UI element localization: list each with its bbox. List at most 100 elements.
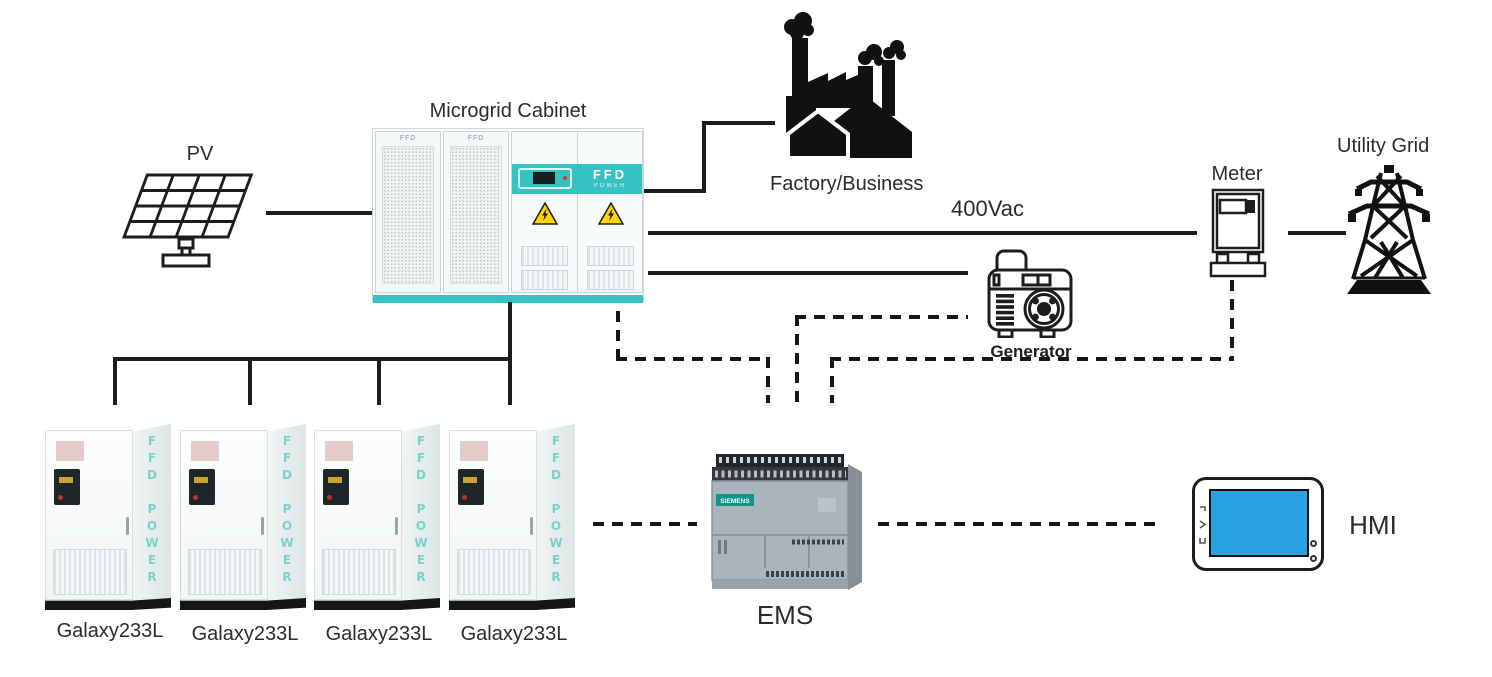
battery-label-sticker: [191, 441, 219, 461]
battery-side-brand: FFD POWER: [549, 434, 563, 587]
cabinet-mesh-door-1: FFD: [375, 131, 441, 293]
battery-label-sticker: [56, 441, 84, 461]
battery-display-readout: [59, 477, 73, 483]
cabinet-brand-block: FFD POWER: [580, 168, 640, 189]
battery-cabinet-1: FFD POWER: [45, 424, 171, 616]
line-cabinet-to-meter-400vac: [648, 231, 1197, 235]
battery-display-button: [327, 495, 332, 500]
battery-display: [189, 469, 215, 505]
battery-cabinet-4: FFD POWER: [449, 424, 575, 616]
cabinet-display-screen: [533, 172, 555, 184]
dash-ems-to-hmi: [878, 522, 1160, 526]
battery-side-brand: FFD POWER: [414, 434, 428, 587]
factory-icon: [784, 12, 912, 160]
cabinet-converter-section: FFD POWER: [511, 131, 643, 293]
hmi-button: [1310, 555, 1317, 562]
warning-triangle-icon: [597, 202, 624, 225]
line-meter-to-grid: [1288, 231, 1346, 235]
hmi-screen: [1209, 489, 1309, 557]
ems-plc-icon: SIEMENS: [711, 454, 862, 590]
battery-vent-grille: [457, 549, 531, 595]
line-cabinet-to-factory-h1: [644, 189, 706, 193]
battery-display-readout: [328, 477, 342, 483]
battery-display: [54, 469, 80, 505]
battery-door-handle: [261, 517, 264, 535]
battery-vent-grille: [53, 549, 127, 595]
cabinet-door-left: [512, 194, 577, 294]
battery-3-label: Galaxy233L: [325, 623, 433, 645]
cabinet-door-divider: [577, 132, 578, 292]
hmi-label: HMI: [1349, 510, 1397, 540]
cabinet-base-strip: [373, 295, 643, 303]
battery-side-brand: FFD POWER: [145, 434, 159, 587]
dash-battery-to-ems: [593, 522, 697, 526]
line-cabinet-to-factory-h2: [702, 121, 775, 125]
battery-door-handle: [126, 517, 129, 535]
battery-display-button: [193, 495, 198, 500]
pv-label: PV: [186, 143, 214, 165]
cabinet-vent: [587, 246, 634, 266]
generator-icon: [987, 249, 1073, 338]
utility-grid-label: Utility Grid: [1337, 135, 1430, 157]
warning-triangle-icon: [531, 202, 558, 225]
dash-meter-drop: [1230, 280, 1234, 361]
battery-front-panel: [45, 430, 133, 600]
hmi-panel: [1192, 477, 1324, 571]
cabinet-mesh-door-2: FFD: [443, 131, 509, 293]
cabinet-door-right: [578, 194, 643, 294]
cabinet-vent: [587, 270, 634, 290]
battery-cabinet-3: FFD POWER: [314, 424, 440, 616]
battery-base: [180, 598, 306, 610]
battery-door-handle: [395, 517, 398, 535]
battery-drop-1: [113, 357, 117, 405]
battery-cabinet-2: FFD POWER: [180, 424, 306, 616]
battery-vent-grille: [322, 549, 396, 595]
ems-label: EMS: [756, 600, 814, 630]
ems-brand-text: SIEMENS: [720, 498, 750, 505]
battery-front-panel: [314, 430, 402, 600]
cabinet-door1-brand: FFD: [399, 135, 417, 142]
voltage-label: 400Vac: [951, 196, 1024, 221]
dash-meter-to-ems-h: [830, 357, 1234, 361]
dash-cabinet-to-ems-v: [766, 357, 770, 403]
cabinet-display: [518, 168, 572, 189]
battery-base: [449, 598, 575, 610]
microgrid-cabinet: FFD FFD FFD POWER: [372, 128, 644, 303]
cabinet-display-indicator: [563, 176, 567, 180]
line-cabinet-to-generator: [648, 271, 968, 275]
battery-1-label: Galaxy233L: [56, 620, 164, 642]
cabinet-teal-band: FFD POWER: [512, 164, 642, 194]
battery-base: [314, 598, 440, 610]
battery-front-panel: [449, 430, 537, 600]
battery-display-readout: [463, 477, 477, 483]
transmission-tower-icon: [1347, 165, 1431, 294]
cabinet-door2-brand: FFD: [467, 135, 485, 142]
cabinet-brand-subtext: POWER: [593, 183, 627, 189]
hmi-button: [1310, 540, 1317, 547]
cabinet-vent: [521, 246, 568, 266]
battery-display: [458, 469, 484, 505]
battery-side-panel: FFD POWER: [268, 424, 306, 608]
battery-door-handle: [530, 517, 533, 535]
generator-label: Generator: [990, 342, 1072, 361]
battery-4-label: Galaxy233L: [460, 623, 568, 645]
battery-side-panel: FFD POWER: [133, 424, 171, 608]
battery-side-brand: FFD POWER: [280, 434, 294, 587]
dash-meter-to-ems-v: [830, 357, 834, 403]
solar-panel-icon: [122, 173, 254, 268]
dash-cabinet-drop: [616, 311, 620, 361]
cabinet-mesh-texture: [382, 146, 434, 284]
dash-generator-to-ems-h: [795, 315, 968, 319]
cabinet-vent: [521, 270, 568, 290]
cabinet-brand-text: FFD: [592, 167, 628, 182]
factory-label: Factory/Business: [770, 173, 924, 195]
battery-side-panel: FFD POWER: [537, 424, 575, 608]
battery-front-panel: [180, 430, 268, 600]
dash-generator-to-ems-v: [795, 315, 799, 403]
line-pv-to-cabinet: [266, 211, 372, 215]
hmi-bezel-icons: [1199, 506, 1207, 544]
battery-display-button: [58, 495, 63, 500]
battery-display: [323, 469, 349, 505]
cabinet-mesh-texture: [450, 146, 502, 284]
